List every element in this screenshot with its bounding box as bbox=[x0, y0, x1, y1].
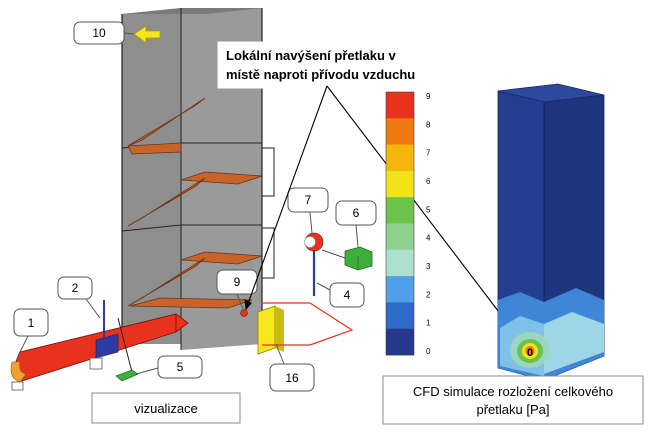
cfd-gradient-band-2b bbox=[544, 312, 604, 374]
colorbar-frame bbox=[385, 91, 415, 356]
cfd-tower: 0 bbox=[497, 83, 605, 381]
colorbar-tick-label: 2 bbox=[426, 290, 431, 299]
callout-label-6: 6 bbox=[353, 206, 360, 220]
pressure-sensor bbox=[240, 309, 248, 317]
callout-label-9: 9 bbox=[234, 275, 241, 289]
colorbar-tick-label: 6 bbox=[426, 177, 431, 186]
colorbar: 9 8 7 6 5 4 3 2 1 0 bbox=[385, 91, 431, 356]
colorbar-segment bbox=[386, 92, 414, 119]
colorbar-tick-label: 5 bbox=[426, 205, 431, 214]
callout-5: 5 bbox=[135, 355, 203, 379]
green-component bbox=[115, 369, 139, 382]
callout-label-16: 16 bbox=[285, 371, 299, 385]
callout-label-1: 1 bbox=[28, 316, 35, 330]
pressurization-fan bbox=[304, 232, 346, 296]
stair-flights bbox=[127, 97, 263, 309]
callout-4: 4 bbox=[316, 282, 365, 308]
colorbar-tick-label: 3 bbox=[426, 262, 431, 271]
outline-red bbox=[262, 302, 354, 346]
callout-label-7: 7 bbox=[305, 193, 312, 207]
colorbar-tick-label: 4 bbox=[426, 234, 431, 243]
callout-label-10: 10 bbox=[92, 26, 106, 40]
callout-2: 2 bbox=[57, 276, 101, 319]
colorbar-segment bbox=[386, 170, 414, 198]
callout-label-4: 4 bbox=[344, 288, 351, 302]
colorbar-tick-label: 9 bbox=[426, 92, 431, 101]
callout-6: 6 bbox=[335, 200, 377, 248]
callout-label-5: 5 bbox=[177, 360, 184, 374]
caption-right-box: CFD simulace rozložení celkového přetlak… bbox=[382, 375, 644, 425]
callout-1: 1 bbox=[13, 308, 49, 357]
colorbar-tick-label: 7 bbox=[426, 149, 431, 158]
callout-label-2: 2 bbox=[72, 281, 79, 295]
cfd-hotspot-orange bbox=[525, 346, 535, 356]
pressure-relief-damper bbox=[257, 305, 284, 355]
duct-support bbox=[89, 357, 103, 370]
air-supply-duct bbox=[10, 313, 189, 391]
annotation-line-1: Lokální navýšení přetlaku v bbox=[226, 48, 397, 63]
colorbar-segment bbox=[386, 276, 414, 303]
colorbar-segment bbox=[386, 144, 414, 172]
colorbar-segment bbox=[386, 328, 414, 356]
caption-right-line-2: přetlaku [Pa] bbox=[477, 402, 550, 417]
tower-top bbox=[122, 8, 262, 14]
cfd-hotspot-label: 0 bbox=[527, 347, 533, 359]
callout-7: 7 bbox=[287, 187, 329, 234]
control-unit bbox=[344, 246, 373, 271]
colorbar-segment bbox=[386, 302, 414, 330]
annotation-box: Lokální navýšení přetlaku v místě naprot… bbox=[217, 41, 453, 89]
caption-left-box: vizualizace bbox=[91, 392, 241, 424]
colorbar-tick-label: 8 bbox=[426, 120, 431, 129]
colorbar-segment bbox=[386, 223, 414, 251]
annotation-line-2: místě naproti přívodu vzduchu bbox=[226, 67, 415, 82]
colorbar-segment bbox=[386, 249, 414, 277]
support-line bbox=[117, 317, 133, 373]
callout-16: 16 bbox=[269, 343, 315, 392]
doors bbox=[262, 147, 275, 279]
exhaust-vent-arrow bbox=[133, 25, 161, 44]
caption-left: vizualizace bbox=[134, 401, 198, 416]
colorbar-tick-label: 0 bbox=[426, 347, 431, 356]
callout-10: 10 bbox=[73, 21, 135, 45]
stairwell-tower bbox=[121, 8, 275, 350]
colorbar-segment bbox=[386, 197, 414, 224]
caption-right-line-1: CFD simulace rozložení celkového bbox=[413, 384, 613, 399]
annotation-leaders bbox=[244, 85, 526, 347]
colorbar-tick-label: 1 bbox=[426, 319, 431, 328]
colorbar-segment bbox=[386, 118, 414, 145]
callout-9: 9 bbox=[216, 269, 258, 310]
